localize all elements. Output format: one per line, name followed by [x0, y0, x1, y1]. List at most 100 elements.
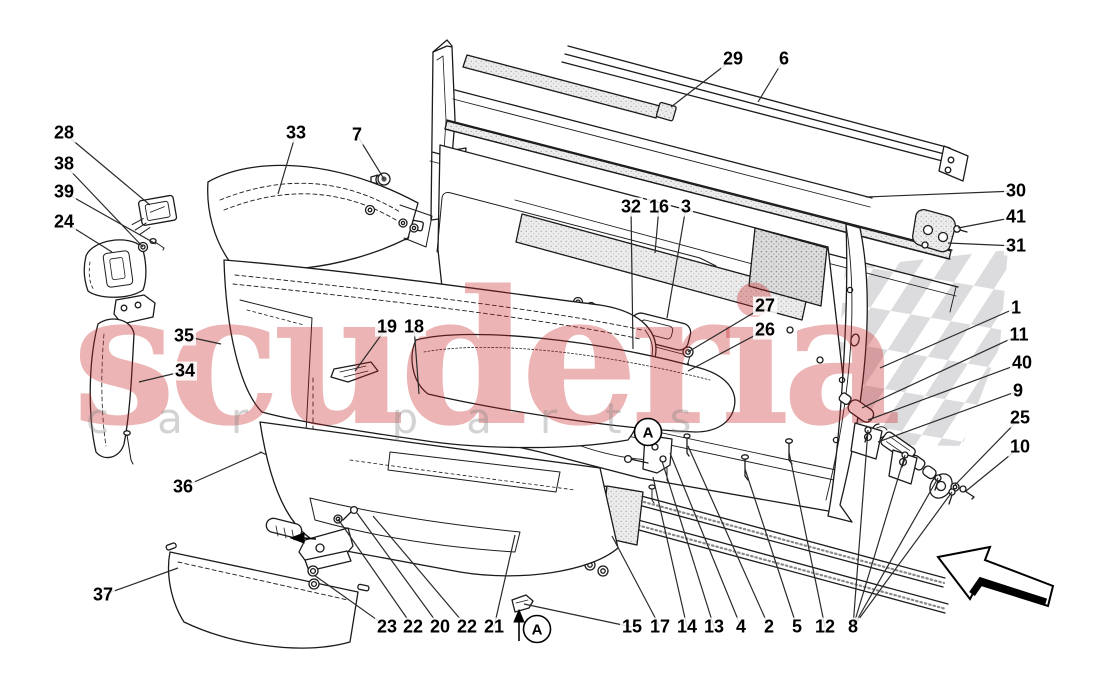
- callout-24: 24: [51, 211, 77, 232]
- callout-14: 14: [674, 616, 700, 637]
- leader-line-34: [139, 371, 185, 382]
- upper-trim-rail-33: [208, 165, 432, 269]
- callout-6: 6: [776, 48, 792, 69]
- callout-10: 10: [1007, 436, 1033, 457]
- leader-line-20: [357, 513, 440, 627]
- washer-38: [139, 243, 148, 252]
- callout-3: 3: [678, 196, 694, 217]
- callout-29: 29: [720, 48, 746, 69]
- leader-line-13: [662, 461, 714, 627]
- callout-22: 22: [400, 616, 426, 637]
- callout-37: 37: [90, 584, 116, 605]
- view-marker-A: A: [524, 616, 551, 643]
- checkered-flag: [838, 250, 1008, 446]
- switch-28: [128, 195, 178, 235]
- svg-text:A: A: [643, 425, 654, 442]
- callout-4: 4: [733, 616, 749, 637]
- leader-line-26: [688, 330, 765, 371]
- callout-23: 23: [374, 616, 400, 637]
- leader-line-10: [966, 447, 1020, 491]
- lower-pocket-36: [260, 422, 618, 576]
- door-shell: [826, 224, 867, 522]
- callout-38: 38: [51, 153, 77, 174]
- leader-line-11: [862, 335, 1019, 408]
- leader-line-39: [64, 192, 156, 244]
- knob-7: [371, 173, 390, 185]
- leader-line-33: [278, 133, 296, 194]
- callout-30: 30: [1003, 180, 1029, 201]
- callout-28: 28: [51, 122, 77, 143]
- leader-line-28: [64, 133, 150, 205]
- callout-1: 1: [1008, 297, 1024, 318]
- leader-line-38: [64, 164, 143, 247]
- leader-line-1: [880, 308, 1016, 368]
- leader-line-22: [338, 519, 413, 627]
- leader-line-35: [184, 336, 221, 344]
- leader-line-22: [373, 516, 467, 627]
- callout-18: 18: [401, 316, 427, 337]
- leader-line-18: [414, 327, 419, 394]
- sill-rails: [532, 423, 955, 613]
- callout-12: 12: [812, 616, 838, 637]
- lock-barrel-assembly: [838, 392, 974, 503]
- door-pull-24: [84, 240, 155, 324]
- leader-line-8: [853, 478, 938, 627]
- insulation-pad-16: [516, 214, 808, 320]
- callout-21: 21: [481, 616, 507, 637]
- callout-5: 5: [789, 616, 805, 637]
- leader-line-8: [853, 492, 952, 627]
- leader-line-36: [183, 452, 262, 487]
- inner-door-panel: [437, 145, 848, 512]
- callout-36: 36: [170, 476, 196, 497]
- callout-26: 26: [752, 319, 778, 340]
- leader-line-40: [868, 363, 1022, 420]
- leader-line-32: [631, 207, 633, 349]
- leader-line-17: [612, 536, 660, 627]
- speaker-grille: [601, 486, 643, 545]
- callout-15: 15: [619, 616, 645, 637]
- leader-line-15: [524, 604, 632, 627]
- callout-35: 35: [171, 325, 197, 346]
- leader-line-5: [745, 469, 797, 627]
- leader-line-14: [653, 477, 687, 627]
- leader-line-29: [671, 59, 733, 107]
- leader-line-6: [758, 59, 784, 102]
- detail-up-arrow: [514, 610, 524, 641]
- sill-trim-37: [166, 542, 370, 648]
- leader-line-2: [688, 446, 769, 627]
- callout-9: 9: [1010, 380, 1026, 401]
- clip-19: [331, 362, 378, 382]
- leader-line-3: [667, 207, 686, 318]
- insulation-pad-right: [749, 228, 827, 306]
- leader-line-12: [789, 452, 825, 627]
- callout-17: 17: [647, 616, 673, 637]
- leader-line-9: [878, 391, 1018, 442]
- lower-hinge: [265, 507, 358, 589]
- callout-27: 27: [752, 295, 778, 316]
- leader-line-8: [853, 455, 905, 627]
- callout-34: 34: [172, 360, 198, 381]
- callout-19: 19: [374, 316, 400, 337]
- callout-31: 31: [1003, 235, 1029, 256]
- leader-line-19: [355, 327, 387, 371]
- callout-22: 22: [454, 616, 480, 637]
- callout-33: 33: [283, 122, 309, 143]
- leader-line-30: [866, 191, 1016, 197]
- handle-bezel: [628, 311, 693, 352]
- callout-2: 2: [761, 616, 777, 637]
- leader-line-27: [688, 306, 765, 352]
- seal-strip-29: [463, 55, 677, 121]
- view-marker-A: A: [635, 419, 662, 446]
- clip-32: [618, 337, 640, 362]
- pull-trim-34: [90, 319, 134, 464]
- armrest-18: [412, 335, 735, 432]
- callout-39: 39: [51, 181, 77, 202]
- leader-line-23: [314, 575, 387, 627]
- leader-line-21: [494, 535, 515, 627]
- seal-strip-6: [562, 46, 968, 181]
- svg-text:A: A: [532, 622, 543, 639]
